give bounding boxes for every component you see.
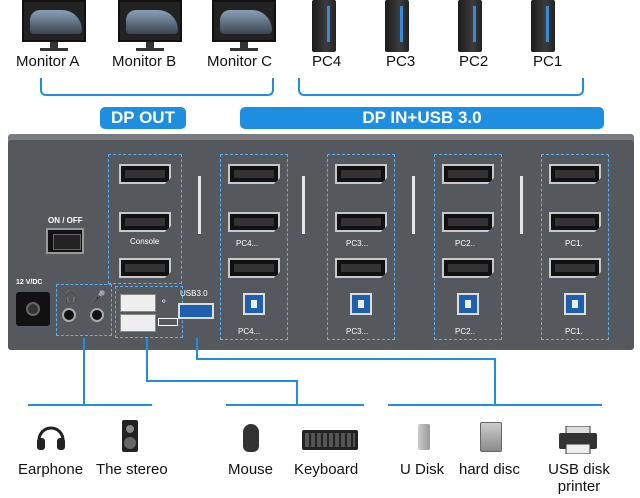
console-label: Console [130,237,160,246]
pc4-dp-label: PC4... [236,239,259,248]
speaker-icon [122,420,138,452]
pc3-usb-b-port[interactable] [350,293,372,315]
monitor-a-label: Monitor A [16,53,80,70]
pc4-label: PC4 [312,53,342,70]
panel-slot [520,176,523,234]
pc1-tower-icon [531,0,555,52]
pc-bracket [298,78,584,96]
pc1-dp-port-1[interactable] [549,164,601,184]
pc4-port-group [220,154,288,340]
keyboard-icon [158,318,178,326]
usb-disk-icon [418,424,430,450]
panel-top-edge [8,134,634,142]
pc3-tower-icon [385,0,409,52]
panel-slot [412,176,415,234]
earphone-label: Earphone [18,461,84,478]
monitor-c-icon [212,0,276,52]
pc3-dp-port-2[interactable] [335,212,387,232]
dp-in-banner: DP IN+USB 3.0 [240,107,604,129]
stereo-label: The stereo [96,461,168,478]
audio-connector-line [83,338,85,404]
u-disk-label: U Disk [400,461,445,478]
mouse-icon [243,424,259,452]
pc2-usb-label: PC2.. [455,327,476,336]
power-switch[interactable] [46,228,84,254]
pc2-dp-port-1[interactable] [442,164,494,184]
pc2-tower-icon [458,0,482,52]
storage-bracket-line [388,404,602,406]
usb-disk-printer-label: USB disk printer [548,461,610,495]
audio-port-group [56,284,112,336]
pc2-label: PC2 [459,53,489,70]
on-off-label: ON / OFF [48,216,83,225]
monitor-bracket [40,78,274,96]
pc1-port-group [541,154,609,340]
pc4-usb-b-port[interactable] [243,293,265,315]
usb30-horizontal-line [196,358,496,360]
pc4-tower-icon [312,0,336,52]
rocker-icon [53,234,81,250]
kvm-rear-panel [8,140,634,350]
pc3-port-group [327,154,395,340]
console-dp-port-2[interactable] [119,212,171,232]
pc1-dp-label: PC1. [565,239,583,248]
pc2-port-group [434,154,502,340]
pc4-dp-port-3[interactable] [228,258,280,278]
pc4-usb-label: PC4... [238,327,261,336]
pc4-dp-port-1[interactable] [228,164,280,184]
usb30-connector-line [196,338,198,360]
headphone-jack[interactable] [62,308,76,322]
microphone-jack[interactable] [90,308,104,322]
usb-drop-line [296,380,298,404]
pc1-usb-label: PC1. [565,327,583,336]
keyboard-icon [302,430,358,450]
console-dp-port-3[interactable] [119,258,171,278]
pc3-label: PC3 [386,53,416,70]
dp-out-banner: DP OUT [100,107,186,129]
panel-slot [302,176,305,234]
monitor-c-label: Monitor C [207,53,273,70]
console-port-group [108,154,182,284]
pc2-dp-port-2[interactable] [442,212,494,232]
power-label: 12 V/DC [16,279,43,286]
pc2-usb-b-port[interactable] [457,293,479,315]
panel-slot [198,176,201,234]
headphone-icon: 🎧 [64,291,78,303]
usb-horizontal-line [146,380,298,382]
dc-port-icon [26,302,40,316]
dc-jack[interactable] [16,292,50,326]
printer-icon [558,425,598,455]
usb30-port[interactable] [178,303,214,319]
monitor-b-label: Monitor B [112,53,177,70]
pc2-dp-label: PC2.. [455,239,476,248]
microphone-icon: 🎤 [92,291,106,303]
keyboard-label: Keyboard [294,461,359,478]
monitor-a-icon [22,0,86,52]
monitor-b-icon [118,0,182,52]
pc1-dp-port-2[interactable] [549,212,601,232]
pc1-label: PC1 [533,53,563,70]
audio-bracket-line [28,404,152,406]
console-dp-port-1[interactable] [119,164,171,184]
usb-connector-line [146,338,148,382]
mouse-icon: ⚬ [160,296,168,306]
pc1-usb-b-port[interactable] [564,293,586,315]
hard-disk-icon [480,422,502,452]
usb30-label: USB3.0 [180,289,208,298]
pc4-dp-port-2[interactable] [228,212,280,232]
pc3-dp-port-1[interactable] [335,164,387,184]
pc3-dp-label: PC3... [346,239,369,248]
hard-disc-label: hard disc [459,461,520,478]
usb30-drop-line [494,358,496,404]
keyboard-usb-port[interactable] [120,314,156,332]
pc2-dp-port-3[interactable] [442,258,494,278]
mouse-usb-port[interactable] [120,294,156,312]
mouse-keyboard-bracket [226,404,364,406]
pc3-dp-port-3[interactable] [335,258,387,278]
pc3-usb-label: PC3... [346,327,369,336]
earphone-icon [34,420,68,454]
pc1-dp-port-3[interactable] [549,258,601,278]
mouse-label: Mouse [228,461,274,478]
